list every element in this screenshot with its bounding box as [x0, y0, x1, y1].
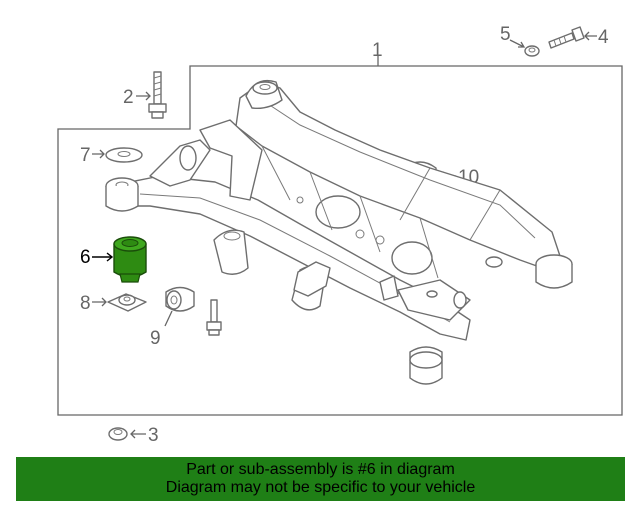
callout-5-arrow [509, 39, 526, 48]
subframe-crossmember [105, 79, 573, 385]
info-banner: Part or sub-assembly is #6 in diagram Di… [16, 457, 625, 501]
callout-8-arrow [92, 297, 107, 307]
callout-7-arrow [92, 149, 105, 159]
callout-3: 3 [148, 425, 159, 446]
parts-diagram: 1 2 3 4 5 7 10 6 [57, 24, 623, 446]
callout-1: 1 [372, 40, 383, 61]
callout-5: 5 [500, 24, 511, 45]
callout-7: 7 [80, 145, 91, 166]
callout-8: 8 [80, 293, 91, 314]
bushing-9 [165, 286, 195, 312]
assembly-outline [57, 65, 623, 416]
bolt-2 [148, 71, 167, 119]
callout-9-leader [164, 310, 173, 327]
banner-line-1: Part or sub-assembly is #6 in diagram [186, 461, 455, 478]
callout-4-arrow [584, 31, 597, 41]
bushing-6-highlighted [113, 236, 147, 283]
callout-3-arrow [130, 429, 146, 439]
washer-7 [105, 147, 143, 163]
callout-2-arrow [136, 91, 151, 101]
washer-5 [524, 45, 540, 57]
callout-6-arrow [92, 252, 114, 262]
banner-line-2: Diagram may not be specific to your vehi… [165, 479, 476, 496]
callout-4: 4 [598, 27, 609, 48]
callout-9: 9 [150, 328, 161, 349]
bolt-loose [206, 299, 222, 336]
bolt-4 [548, 26, 585, 49]
callout-6: 6 [80, 247, 91, 268]
callout-2: 2 [123, 87, 134, 108]
nut-3 [108, 427, 128, 441]
retainer-8 [107, 293, 147, 312]
